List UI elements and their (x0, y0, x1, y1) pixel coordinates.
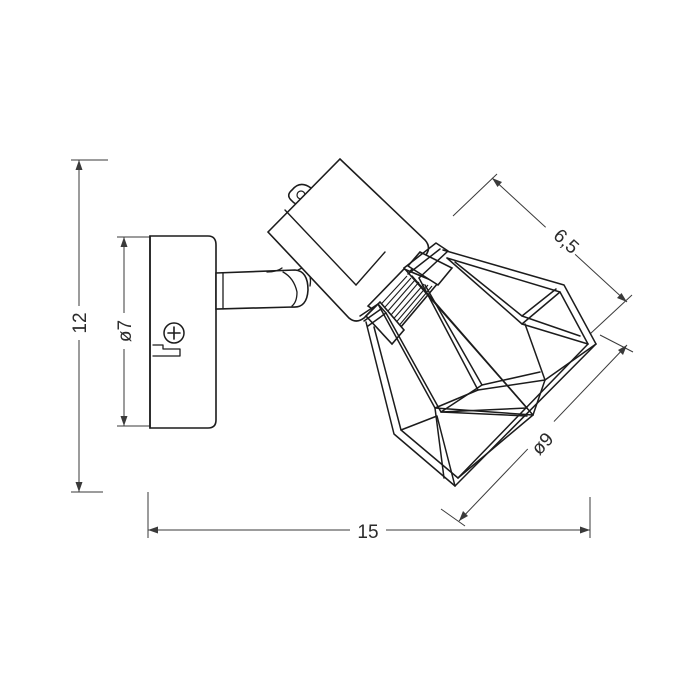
dimension-shade-length: 6,5 (452, 173, 633, 335)
dimension-base-diameter-label: ø7 (115, 320, 136, 342)
dimension-width: 15 (147, 492, 591, 543)
dimension-width-label: 15 (357, 522, 378, 543)
dimension-base-diameter: ø7 (110, 236, 150, 427)
mounting-screw (152, 322, 185, 357)
arrow-right-icon (580, 526, 590, 534)
arrow-up-icon (120, 237, 128, 247)
dimension-height-label: 12 (70, 312, 91, 333)
arrow-icon (617, 293, 627, 302)
arrow-icon (618, 345, 627, 355)
dimension-shade-diameter: ø9 (440, 334, 634, 527)
arrow-up-icon (75, 160, 83, 170)
wire-cage-shade (359, 242, 597, 487)
arrow-icon (492, 178, 502, 187)
arrow-left-icon (148, 526, 158, 534)
dimension-height: 12 (66, 159, 108, 493)
arrow-down-icon (120, 416, 128, 426)
arrow-icon (459, 511, 468, 521)
connecting-arm (215, 265, 312, 310)
arrow-down-icon (75, 482, 83, 492)
